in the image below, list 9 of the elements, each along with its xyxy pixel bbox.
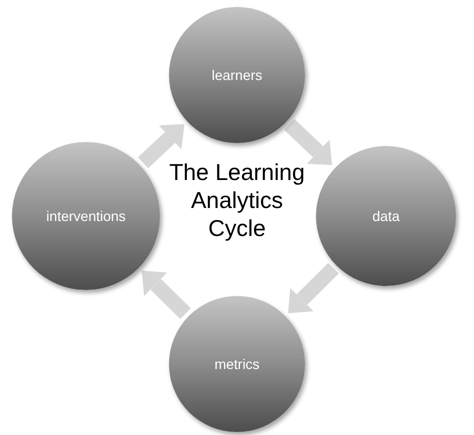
block-arrow: [288, 262, 339, 314]
stage-label: interventions: [46, 206, 126, 226]
stage-label: metrics: [214, 354, 260, 374]
stage-label: data: [372, 206, 400, 226]
block-arrow: [284, 119, 332, 166]
block-arrow: [142, 270, 191, 319]
block-arrow: [138, 124, 184, 168]
cycle-title: The Learning Analytics Cycle: [168, 158, 306, 242]
stage-label: learners: [212, 66, 262, 84]
